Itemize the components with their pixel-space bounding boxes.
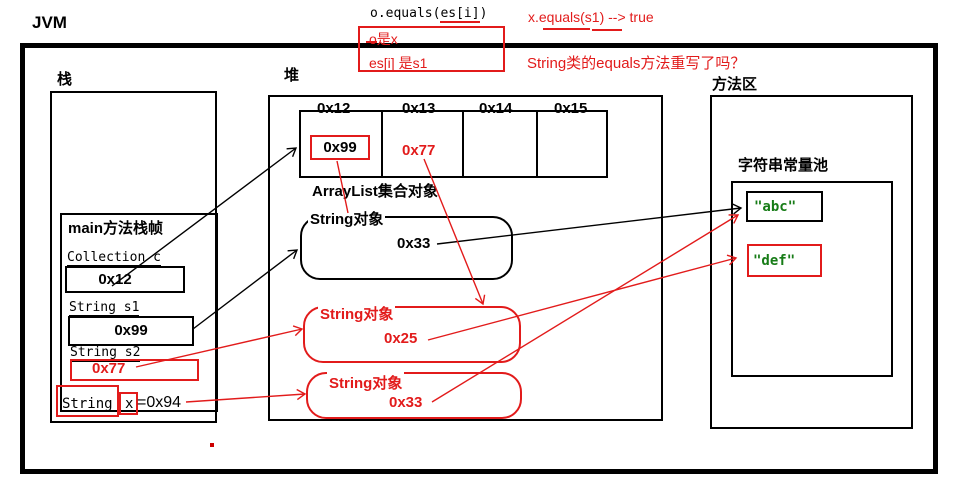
- array-header-3: 0x15: [554, 100, 588, 117]
- var-s2-label: String s2: [70, 345, 141, 362]
- var-x-type-box: String: [56, 385, 119, 417]
- underline-mark: [543, 28, 590, 30]
- var-s1-box: 0x99: [68, 316, 194, 346]
- var-s1-label: String s1: [69, 300, 140, 317]
- stack-label: 栈: [57, 71, 73, 88]
- array-divider: [381, 112, 383, 176]
- string-literal-abc-box: "abc": [746, 191, 823, 222]
- code-prefix: o.equals(: [370, 6, 441, 21]
- array-header-0: 0x12: [317, 100, 351, 117]
- string-literal-def: "def": [753, 253, 796, 269]
- underline-mark: [366, 41, 377, 43]
- var-s2-box: 0x77: [70, 359, 199, 381]
- pool-label: 字符串常量池: [738, 157, 829, 174]
- var-x-name-box: x: [119, 392, 138, 415]
- array-divider: [462, 112, 464, 176]
- array-caption: ArrayList集合对象: [312, 183, 438, 200]
- var-s1-value: 0x99: [114, 322, 148, 339]
- array-header-1: 0x13: [402, 100, 436, 117]
- var-x-type-label: String: [62, 396, 113, 412]
- frame-title: main方法栈帧: [68, 220, 164, 237]
- var-c-box: 0x12: [65, 266, 185, 293]
- note-line1: o是x: [369, 31, 398, 47]
- array-divider: [536, 112, 538, 176]
- note-line2: es[i] 是s1: [369, 55, 428, 71]
- string-literal-def-box: "def": [747, 244, 822, 277]
- underline-mark: [592, 29, 622, 31]
- var-s2-value: 0x77: [92, 360, 126, 377]
- method-area-label: 方法区: [712, 76, 758, 93]
- heap-label: 堆: [284, 67, 300, 84]
- code-suffix: ): [479, 6, 488, 21]
- array-header-2: 0x14: [479, 100, 513, 117]
- var-c-value: 0x12: [98, 271, 132, 288]
- string-object3-value: 0x33: [389, 394, 423, 411]
- jvm-label: JVM: [32, 13, 67, 32]
- string-object1-value: 0x33: [397, 235, 431, 252]
- array-cell2-value: 0x77: [402, 142, 436, 159]
- string-object1-label: String对象: [308, 208, 386, 229]
- question-note: String类的equals方法重写了吗？: [527, 55, 746, 72]
- code-annotation: o.equals(es[i]): [370, 6, 488, 23]
- code-arg: es[i]: [440, 6, 480, 23]
- equals-result-note: x.equals(s1) --> true: [528, 9, 654, 25]
- string-literal-abc: "abc": [754, 199, 797, 215]
- var-x-assignment: =0x94: [137, 394, 182, 411]
- note-box: o是x es[i] 是s1: [358, 26, 505, 72]
- string-object2-value: 0x25: [384, 330, 418, 347]
- string-object2-label: String对象: [318, 303, 396, 324]
- string-object3-label: String对象: [327, 372, 405, 393]
- var-c-label: Collection c: [67, 250, 161, 267]
- jvm-box: [20, 43, 938, 474]
- array-cell1-value: 0x99: [323, 139, 357, 156]
- var-x-name: x: [125, 396, 134, 412]
- stray-dot: [210, 443, 214, 447]
- array-cell1-value-box: 0x99: [310, 135, 370, 160]
